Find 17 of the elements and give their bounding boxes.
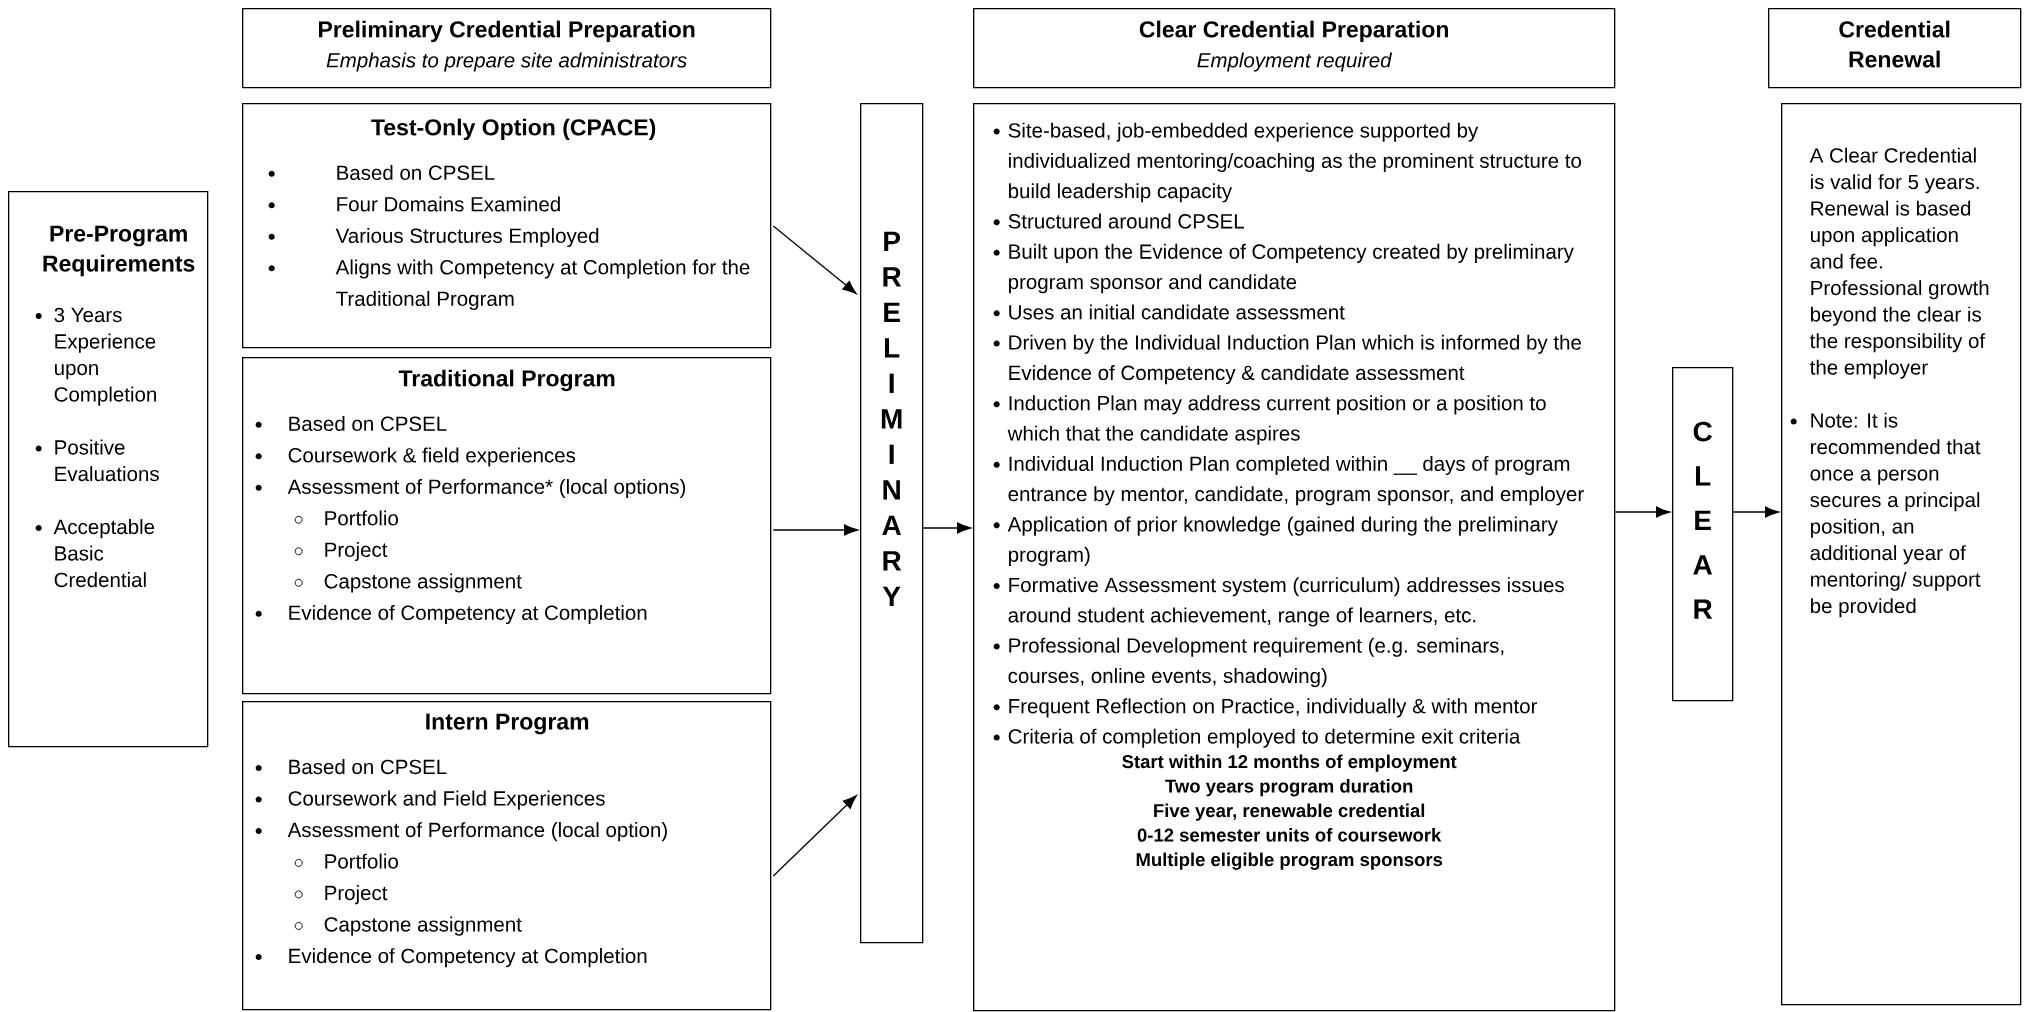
- arrow: [772, 524, 858, 536]
- program-box: Site-based, job-embedded experience supported by individualized mentoring/coaching as the prominent structure to build leadership capacity Structured around CPSEL Built upon the Evidence of Competency created by preliminary program sponsor and candidate Uses an initial candidate assessment Driven by the Individual Induction Plan which is informed by the Evidence of Competency & candidate assessment Induction Plan may address current position or a position to which that the candidate aspires Individual Induction Plan completed within __ days of program entrance by mentor, candidate, program sponsor, and employer Application of prior knowledge (gained during the preliminary program) Formative Assessment system (curriculum) addresses issues around student achievement, range of learners, etc. Professional Development requirement (e.g. seminars, courses, online events, shadowing) Frequent Reflection on Practice, individually & with mentor Criteria of completion employed to determine exit criteria Start within 12 months of employment Two years program duration Five year, renewable credential 0-12 semester units of coursework Multiple eligible program sponsors: [973, 103, 1616, 1012]
- program-box: Traditional Program Based on CPSEL Coursework & field experiences Assessment of Performance* (local options) Portfolio Project Capstone assignment Evidence of Competency at Completion: [242, 357, 772, 695]
- header-box: Credential Renewal: [1768, 8, 2022, 89]
- program-box: Intern Program Based on CPSEL Coursework and Field Experiences Assessment of Performance (local option) Portfolio Project Capstone assignment Evidence of Competency at Completion: [242, 701, 772, 1011]
- arrow: [1732, 506, 1779, 518]
- arrow: [772, 225, 857, 294]
- program-box: Test-Only Option (CPACE) Based on CPSEL Four Domains Examined Various Structures Employed Aligns with Competency at Completion for the Traditional Program: [242, 103, 772, 349]
- arrow: [1614, 506, 1670, 518]
- header-box: Clear Credential Preparation Employment required: [973, 8, 1616, 89]
- stage-bar: PRELIMINARY: [860, 103, 924, 944]
- arrow: [772, 795, 857, 877]
- header-box: Preliminary Credential Preparation Emphasis to prepare site administrators: [242, 8, 772, 89]
- stage-bar: CLEAR: [1672, 367, 1734, 702]
- arrow: [922, 522, 971, 534]
- requirements-box: Pre-Program Requirements 3 Years Experience upon Completion Positive Evaluations Acceptable Basic Credential: [8, 191, 209, 748]
- renewal-box: A Clear Credential is valid for 5 years. Renewal is based upon application and fee. Professional growth beyond the clear is the responsibility of the employer Note: It is recommended that once a person secures a principal position, an additional year of mentoring/ support be provided: [1781, 103, 2022, 1006]
